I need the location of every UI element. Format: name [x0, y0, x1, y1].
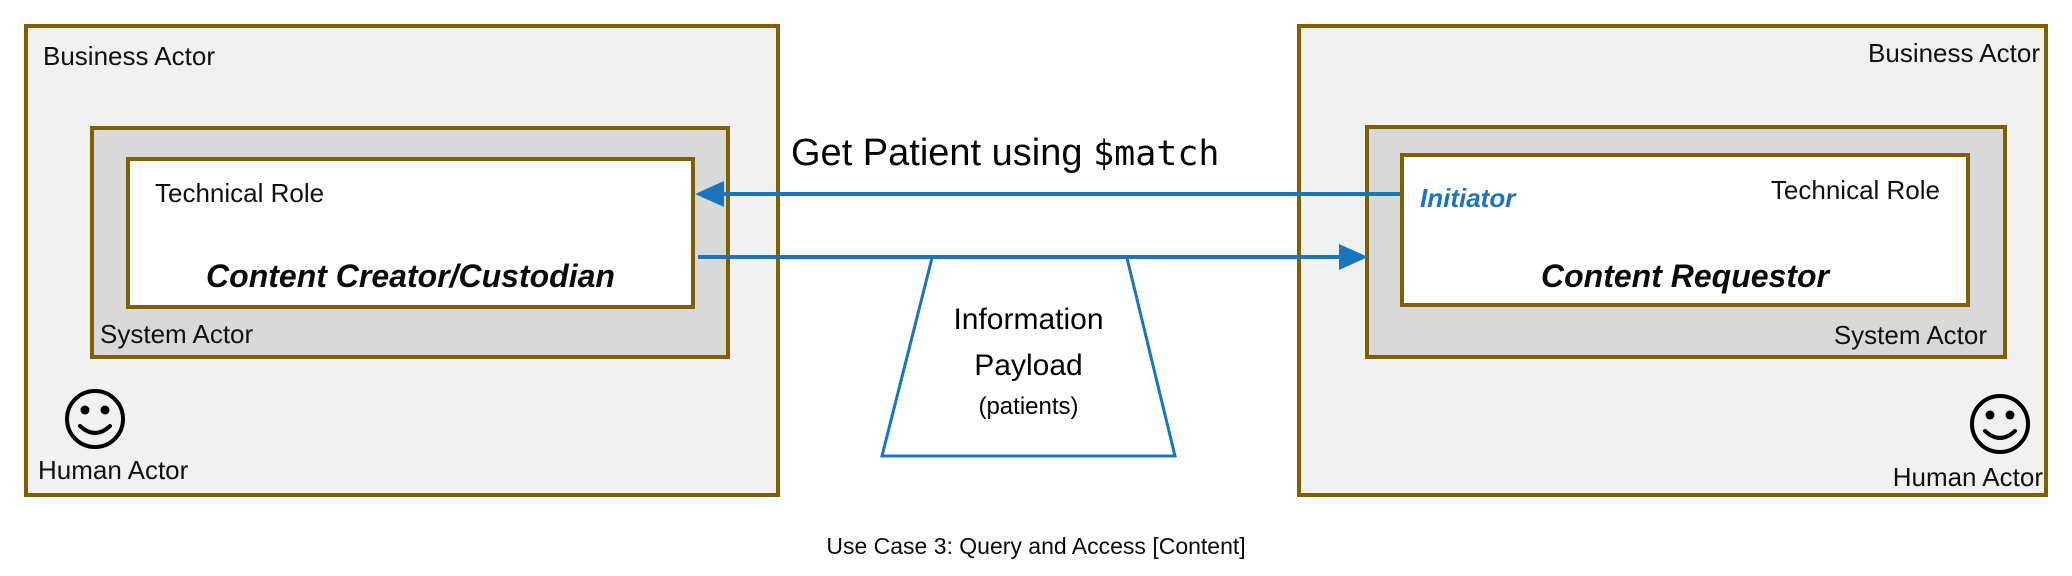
payload-line1: Information: [953, 303, 1104, 336]
request-message-operation: $match: [1093, 134, 1220, 174]
right-system-actor-label: System Actor: [1833, 320, 1987, 350]
left-role-name: Content Creator/Custodian: [206, 258, 615, 294]
right-technical-role-label: Technical Role: [1770, 175, 1940, 205]
smiley-face-icon: [1970, 394, 2030, 454]
smiley-face-icon: [65, 389, 125, 449]
left-business-actor-label: Business Actor: [43, 41, 215, 71]
right-role-name: Content Requestor: [1541, 258, 1829, 294]
diagram-caption: Use Case 3: Query and Access [Content]: [826, 533, 1246, 559]
left-system-actor-label: System Actor: [100, 319, 254, 349]
request-message-text: Get Patient using: [791, 132, 1094, 174]
left-human-actor-label: Human Actor: [38, 455, 189, 485]
left-technical-role-label: Technical Role: [155, 178, 325, 208]
left-technical-role-box: [126, 157, 695, 309]
payload-line2: Payload: [974, 349, 1083, 382]
right-business-actor-label: Business Actor: [1868, 38, 2040, 68]
initiator-label: Initiator: [1420, 183, 1516, 213]
request-message-label: Get Patient using $match: [791, 131, 1220, 176]
right-human-actor-label: Human Actor: [1892, 462, 2043, 492]
payload-line3: (patients): [978, 393, 1079, 420]
right-technical-role-box: [1400, 153, 1970, 307]
